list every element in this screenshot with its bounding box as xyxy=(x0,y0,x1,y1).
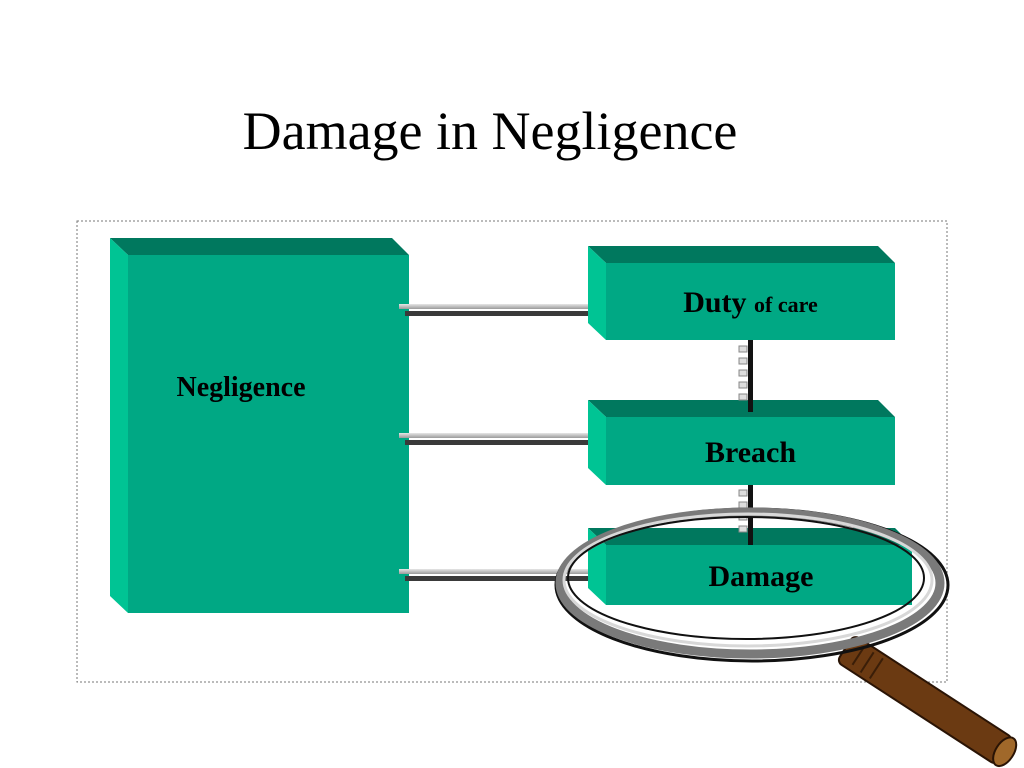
negligence-label: Negligence xyxy=(176,372,306,403)
connector-breach xyxy=(399,433,605,445)
magnifying-glass-icon xyxy=(554,507,1018,768)
diagram-frame xyxy=(76,220,948,683)
connector-duty xyxy=(399,304,605,316)
duty-label: Duty of care xyxy=(606,286,895,320)
slide-title: Damage in Negligence xyxy=(242,101,738,161)
negligence-box xyxy=(110,238,409,613)
duty-box xyxy=(588,246,895,340)
damage-label: Damage xyxy=(708,560,814,593)
breach-box xyxy=(588,400,895,485)
chain-duty-breach xyxy=(738,340,753,412)
connector-damage xyxy=(399,569,605,581)
duty-label-main: Duty xyxy=(683,286,747,319)
duty-label-suffix: of care xyxy=(754,292,818,317)
breach-label: Breach xyxy=(704,436,797,469)
